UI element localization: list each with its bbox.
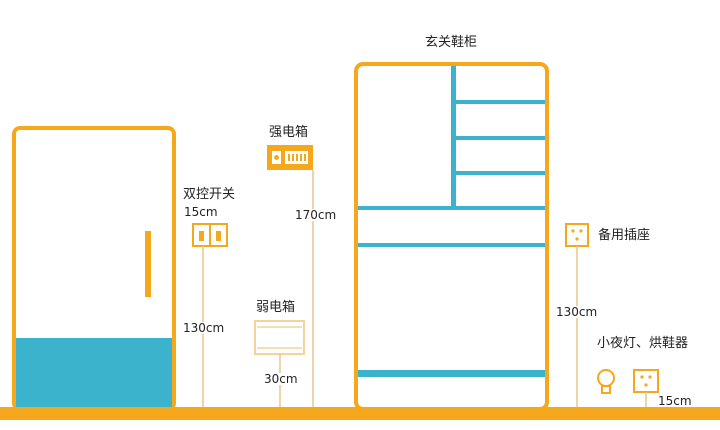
cabinet-shelf (358, 206, 545, 210)
door-lower-panel (16, 338, 172, 407)
socket-icon (565, 223, 589, 247)
cabinet-shelf (456, 171, 545, 175)
cabinet-bottom-shelf (358, 370, 545, 377)
cabinet-shelf (456, 136, 545, 140)
network-box-icon (254, 320, 305, 355)
weak-box-label: 弱电箱 (256, 300, 296, 315)
double-switch-icon (192, 223, 228, 247)
cabinet-shelf (456, 100, 545, 104)
shoe-dryer-socket-icon (633, 369, 659, 393)
electrical-panel-icon (267, 145, 313, 170)
cabinet-divider (451, 66, 456, 209)
night-light-label: 小夜灯、烘鞋器 (597, 336, 689, 351)
strong-box-height-measure: 170cm (294, 208, 338, 222)
shoe-cabinet-label: 玄关鞋柜 (425, 35, 478, 50)
switch-side-measure: 15cm (183, 205, 219, 219)
strong-box-label: 强电箱 (269, 125, 309, 140)
lightbulb-icon (597, 369, 615, 394)
spare-socket-label: 备用插座 (598, 228, 651, 243)
cabinet-shelf (358, 243, 545, 247)
shoe-cabinet (354, 62, 549, 411)
door-handle (145, 231, 151, 297)
weak-box-height-measure: 30cm (263, 372, 299, 386)
night-light-height-measure: 15cm (657, 394, 693, 408)
double-switch-label: 双控开关 (183, 187, 236, 202)
door (12, 126, 176, 411)
switch-height-measure: 130cm (182, 321, 226, 335)
socket-height-measure: 130cm (555, 305, 599, 319)
